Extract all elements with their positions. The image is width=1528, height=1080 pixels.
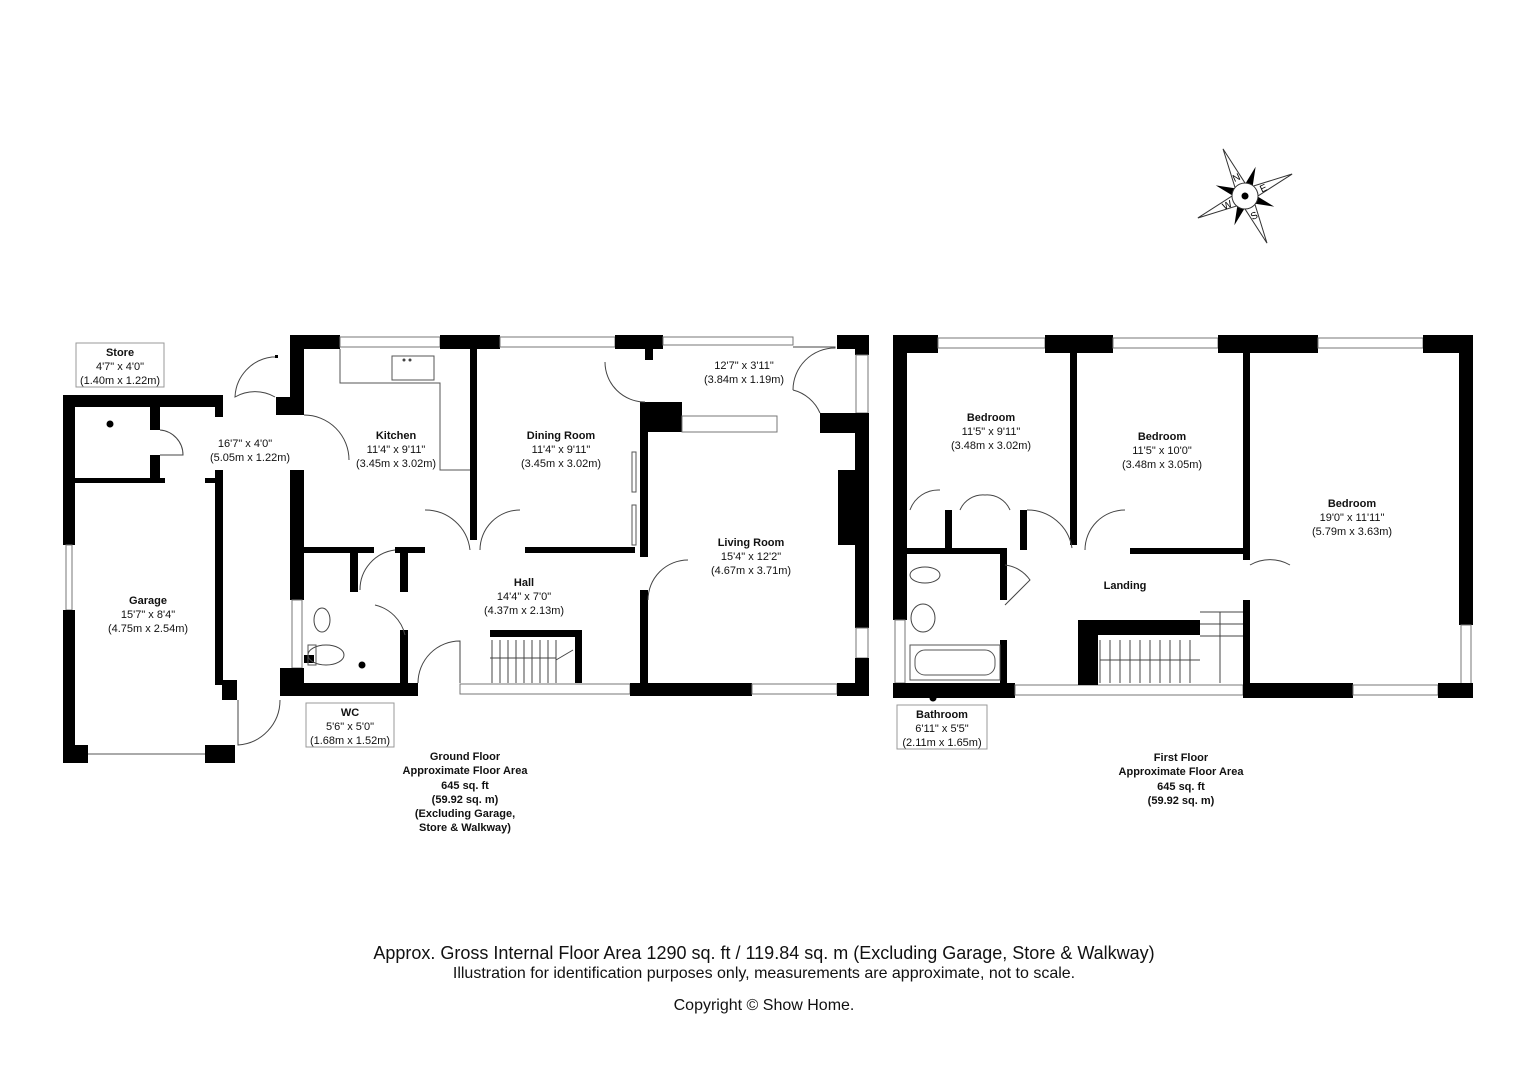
disclaimer-text: Illustration for identification purposes…	[452, 965, 1076, 982]
compass-icon: N E S W	[1197, 148, 1293, 244]
compass-n: N	[1231, 172, 1242, 185]
bathroom-dim-metric: (2.11m x 1.65m)	[902, 737, 981, 749]
store-label-box	[75, 342, 165, 388]
ground-floor-exclusion-2: Store & Walkway)	[419, 822, 511, 834]
garage-dim-metric: (4.75m x 2.54m)	[108, 623, 188, 635]
bedroom-1-dim-imperial: 11'5" x 9'11"	[962, 426, 1021, 438]
bedroom-2-dim-imperial: 11'5" x 10'0"	[1132, 445, 1192, 457]
bedroom-3-dim-imperial: 19'0" x 11'11"	[1320, 512, 1385, 524]
wc-label-box	[305, 702, 395, 748]
gross-area-text: Approx. Gross Internal Floor Area 1290 s…	[373, 943, 1155, 963]
bathroom-label-box	[896, 704, 988, 750]
garage-block	[63, 395, 281, 763]
dining-room-dim-imperial: 11'4" x 9'11"	[532, 444, 591, 456]
kitchen-dim-metric: (3.45m x 3.02m)	[356, 458, 436, 470]
ground-floor-walls	[276, 335, 869, 696]
living-room-name: Living Room	[718, 537, 785, 549]
store-dim-metric: (1.40m x 1.22m)	[80, 375, 160, 387]
first-floor-walls	[893, 335, 1473, 702]
bedroom-3-name: Bedroom	[1328, 498, 1377, 510]
living-room-dim-metric: (4.67m x 3.71m)	[711, 565, 791, 577]
wc-name: WC	[341, 707, 359, 719]
bedroom-1-name: Bedroom	[967, 412, 1016, 424]
first-floor-area-sqft: 645 sq. ft	[1157, 781, 1205, 793]
bathroom-dim-imperial: 6'11" x 5'5"	[915, 723, 968, 735]
landing-name: Landing	[1104, 580, 1147, 592]
walkway-dim-imperial: 16'7" x 4'0"	[218, 438, 272, 450]
first-floor-title: First Floor	[1154, 752, 1209, 764]
ground-floor-area-label: Approximate Floor Area	[403, 765, 529, 777]
bedroom-2-dim-metric: (3.48m x 3.05m)	[1122, 459, 1202, 471]
store-name: Store	[106, 347, 134, 359]
living-room-dim-imperial: 15'4" x 12'2"	[721, 551, 781, 563]
ground-floor-title: Ground Floor	[430, 751, 501, 763]
porch-dim-metric: (3.84m x 1.19m)	[704, 374, 784, 386]
dining-room-dim-metric: (3.45m x 3.02m)	[521, 458, 601, 470]
garage-name: Garage	[129, 595, 167, 607]
store-dim-imperial: 4'7" x 4'0"	[96, 361, 144, 373]
hall-name: Hall	[514, 577, 534, 589]
first-floor-area-label: Approximate Floor Area	[1119, 766, 1245, 778]
compass-s: S	[1249, 210, 1260, 223]
first-floor-area-sqm: (59.92 sq. m)	[1148, 795, 1215, 807]
walkway-dim-metric: (5.05m x 1.22m)	[210, 452, 290, 464]
bathroom-name: Bathroom	[916, 709, 968, 721]
wc-dim-imperial: 5'6" x 5'0"	[326, 721, 374, 733]
ground-floor-area-sqft: 645 sq. ft	[441, 780, 489, 792]
bedroom-2-name: Bedroom	[1138, 431, 1187, 443]
bedroom-3-dim-metric: (5.79m x 3.63m)	[1312, 526, 1392, 538]
wc-dim-metric: (1.68m x 1.52m)	[310, 735, 390, 747]
bedroom-1-dim-metric: (3.48m x 3.02m)	[951, 440, 1031, 452]
compass-e: E	[1258, 182, 1269, 195]
kitchen-name: Kitchen	[376, 430, 417, 442]
copyright-text: Copyright © Show Home.	[673, 997, 855, 1014]
kitchen-dim-imperial: 11'4" x 9'11"	[367, 444, 426, 456]
hall-dim-metric: (4.37m x 2.13m)	[484, 605, 564, 617]
ground-floor-area-sqm: (59.92 sq. m)	[432, 794, 499, 806]
garage-dim-imperial: 15'7" x 8'4"	[121, 609, 175, 621]
porch-dim-imperial: 12'7" x 3'11"	[714, 360, 774, 372]
ground-floor-exclusion-1: (Excluding Garage,	[415, 808, 515, 820]
hall-dim-imperial: 14'4" x 7'0"	[497, 591, 551, 603]
dining-room-name: Dining Room	[527, 430, 596, 442]
